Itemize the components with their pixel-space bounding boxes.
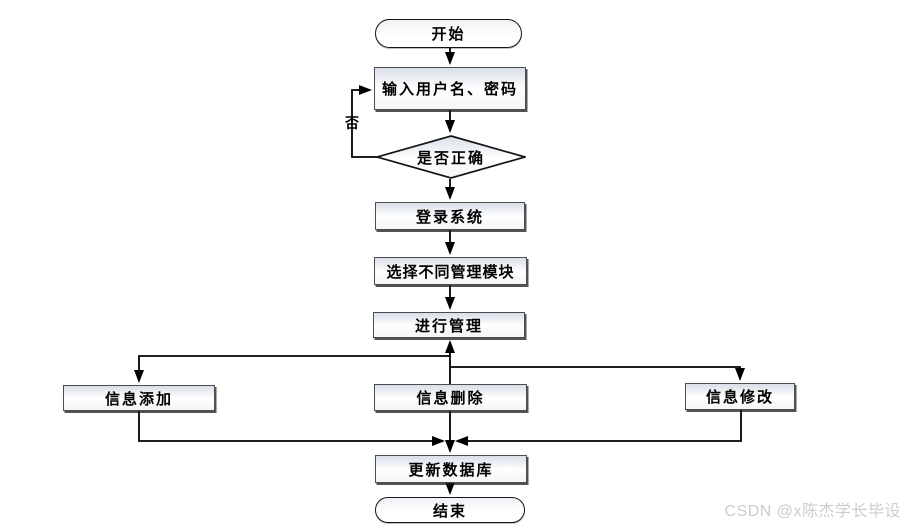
csdn-watermark: CSDN @x陈杰学长毕设 <box>724 503 901 520</box>
node-select-module: 选择不同管理模块 <box>374 257 527 285</box>
node-start: 开始 <box>375 19 522 48</box>
node-info-add: 信息添加 <box>63 385 215 411</box>
node-info-delete: 信息删除 <box>374 384 527 411</box>
node-info-modify: 信息修改 <box>685 383 795 410</box>
no-branch-label: 否 <box>345 115 359 131</box>
decision-diamond-shape <box>376 135 526 179</box>
node-manage: 进行管理 <box>373 312 525 338</box>
decision-label: 是否正确 <box>416 149 485 167</box>
node-login-system: 登录系统 <box>375 202 525 230</box>
node-update-database: 更新数据库 <box>375 455 527 483</box>
node-input-credentials: 输入用户名、密码 <box>374 67 526 110</box>
node-end: 结束 <box>375 497 525 523</box>
node-check-correct: 是否正确 <box>376 135 526 179</box>
